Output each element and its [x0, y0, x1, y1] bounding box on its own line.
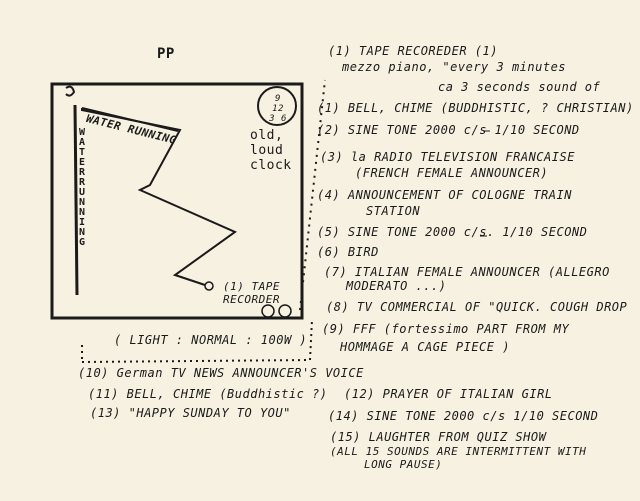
tape-recorder-end	[204, 281, 214, 291]
water-side-label: WATER RUNNING	[78, 127, 86, 248]
bottom-line: (10) German TV NEWS ANNOUNCER'S VOICE	[78, 366, 364, 380]
dynamic-marking: PP	[157, 46, 175, 62]
bottom-line: (15) LAUGHTER FROM QUIZ SHOW	[330, 430, 547, 444]
instruction-line: ca 3 seconds sound of	[438, 80, 601, 94]
bottom-line: (12) PRAYER OF ITALIAN GIRL	[344, 387, 553, 401]
tape-recorder-label: (1) TAPE RECORDER	[223, 280, 280, 306]
bottom-line: (11) BELL, CHIME (Buddhistic ?)	[88, 387, 328, 401]
bottom-line: (13) "HAPPY SUNDAY TO YOU"	[90, 406, 291, 420]
instruction-line: STATION	[366, 204, 421, 218]
instruction-line: (FRENCH FEMALE ANNOUNCER)	[355, 166, 549, 180]
tape-reel-icon	[261, 304, 275, 318]
water-path	[81, 108, 238, 286]
instruction-line: (9) FFF (fortessimo PART FROM MY	[322, 322, 570, 336]
bottom-line: (14) SINE TONE 2000 c/s 1/10 SECOND	[328, 409, 599, 423]
instruction-line: (5) SINE TONE 2000 c/s. 1/10 SECOND	[317, 225, 588, 239]
clock-icon	[257, 86, 297, 126]
instruction-line: MODERATO ...)	[346, 279, 447, 293]
light-label: ( LIGHT : NORMAL : 100W )	[114, 333, 308, 347]
clock-label: old, loud clock	[250, 128, 292, 173]
instruction-line: (2) SINE TONE 2000 c/s 1/10 SECOND	[317, 123, 580, 137]
instruction-line: (1) TAPE RECOREDER (1)	[328, 44, 498, 58]
instruction-line: (3) la RADIO TELEVISION FRANCAISE	[320, 150, 575, 164]
room-outline	[50, 82, 304, 320]
instruction-line: (1) BELL, CHIME (BUDDHISTIC, ? CHRISTIAN…	[317, 101, 634, 115]
instruction-line: mezzo piano, "every 3 minutes	[342, 60, 567, 74]
clock-face: 9 12 3 6	[269, 94, 287, 124]
instruction-line: (7) ITALIAN FEMALE ANNOUNCER (ALLEGRO	[324, 265, 610, 279]
water-side-line	[73, 104, 79, 296]
instruction-line: HOMMAGE A CAGE PIECE )	[340, 340, 510, 354]
corner-mark	[65, 85, 76, 97]
bottom-line: (ALL 15 SOUNDS ARE INTERMITTENT WITH	[330, 445, 587, 458]
instruction-line: (4) ANNOUNCEMENT OF COLOGNE TRAIN	[317, 188, 572, 202]
bottom-line: LONG PAUSE)	[364, 458, 443, 471]
lower-connection-line	[81, 359, 311, 363]
instruction-line: (6) BIRD	[317, 245, 379, 259]
instruction-line: (8) TV COMMERCIAL OF "QUICK. COUGH DROP	[326, 300, 628, 314]
